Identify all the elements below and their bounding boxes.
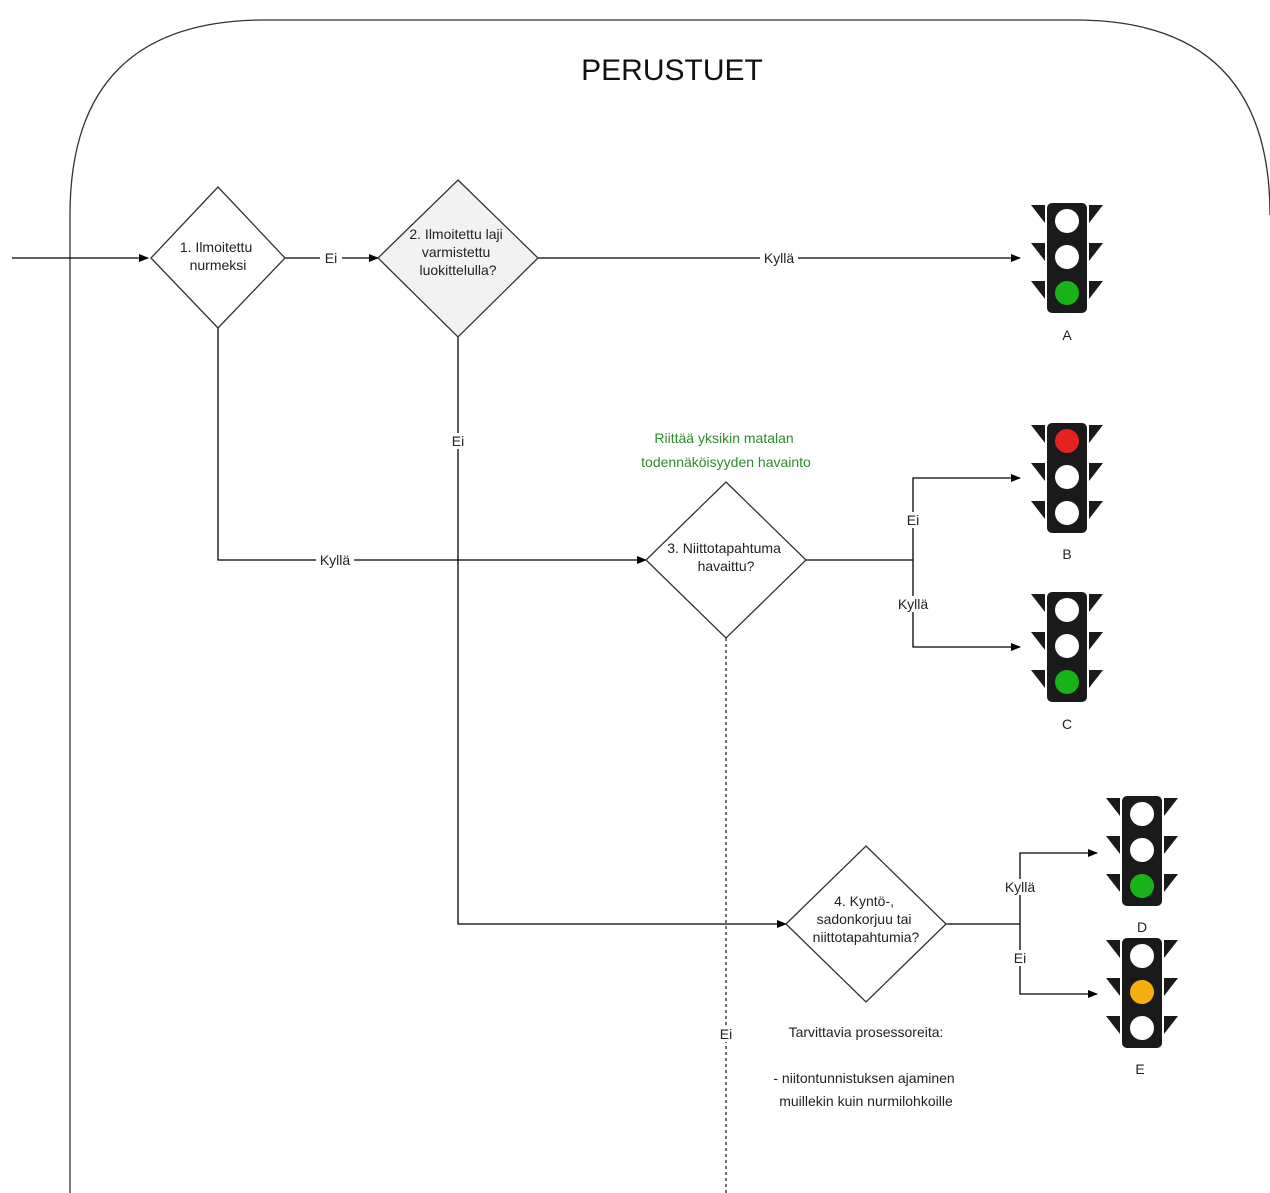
label-d1-d2: Ei bbox=[325, 250, 337, 266]
traffic-light-lamp-green bbox=[1130, 874, 1154, 898]
traffic-light-lamp-off bbox=[1055, 501, 1079, 525]
svg-text:1. Ilmoitettu nurmeksi: 1. Ilmoitettu nurmeksi bbox=[180, 239, 256, 273]
traffic-light-lamp-off bbox=[1055, 598, 1079, 622]
svg-text:2. Ilmoitettu laji varmi: 2. Ilmoitettu laji varmistettu luokittel… bbox=[409, 226, 506, 278]
label-d3-c: Kyllä bbox=[898, 596, 929, 612]
decision-1-shape bbox=[150, 186, 286, 329]
edge-d1-d3 bbox=[217, 328, 647, 564]
decision-4-line-1: 4. Kyntö-, bbox=[834, 893, 894, 909]
decision-1-line-2: nurmeksi bbox=[190, 257, 247, 273]
decision-4: 4. Kyntö-, sadonkorjuu tai niittotapahtu… bbox=[785, 845, 947, 1003]
edge-d2-d4 bbox=[457, 337, 787, 928]
outcome-label-e: E bbox=[1135, 1061, 1144, 1077]
decision-4-line-2: sadonkorjuu tai bbox=[817, 911, 912, 927]
traffic-light-a bbox=[1031, 203, 1103, 313]
decision-3-line-2: havaittu? bbox=[698, 558, 755, 574]
outcome-label-a: A bbox=[1062, 327, 1072, 343]
decision-2-line-3: luokittelulla? bbox=[419, 262, 496, 278]
label-d4-d: Kyllä bbox=[1005, 879, 1036, 895]
decision-3: 3. Niittotapahtuma havaittu? bbox=[645, 481, 807, 639]
decision-4-line-3: niittotapahtumia? bbox=[813, 929, 920, 945]
decision-3-line-1: 3. Niittotapahtuma bbox=[667, 540, 781, 556]
outcome-label-d: D bbox=[1137, 919, 1147, 935]
processors-line-1: - niitontunnistuksen ajaminen bbox=[773, 1070, 954, 1086]
svg-text:- niitontunnistuksen ajaminen: - niitontunnistuksen ajaminen muillekin … bbox=[773, 1070, 958, 1109]
edge-d4-e bbox=[1019, 924, 1098, 998]
traffic-light-d bbox=[1106, 796, 1178, 906]
edge-d4-d bbox=[1019, 849, 1098, 924]
traffic-light-lamp-off bbox=[1130, 838, 1154, 862]
decision-2-line-1: 2. Ilmoitettu laji bbox=[409, 226, 502, 242]
traffic-light-lamp-off bbox=[1130, 802, 1154, 826]
edge-d3-b bbox=[912, 474, 1021, 560]
svg-text:4. Kyntö-, sadonkorjuu t: 4. Kyntö-, sadonkorjuu tai niittotapahtu… bbox=[813, 893, 920, 945]
lane-title: PERUSTUET bbox=[581, 54, 763, 87]
traffic-light-lamp-off bbox=[1055, 465, 1079, 489]
label-d3-b: Ei bbox=[907, 512, 919, 528]
label-d2-down: Ei bbox=[452, 433, 464, 449]
edge-labels: Ei Kyllä Ei Kyllä Ei Kyllä Kyllä Ei Ei bbox=[316, 250, 1039, 1042]
traffic-light-c bbox=[1031, 592, 1103, 702]
processors-note: Tarvittavia prosessoreita: - niitontunni… bbox=[773, 1024, 958, 1109]
traffic-light-lamp-green bbox=[1055, 281, 1079, 305]
note-d3-line-2: todennäköisyyden havainto bbox=[641, 454, 811, 470]
outcome-label-b: B bbox=[1062, 546, 1071, 562]
decision-2-shape bbox=[377, 179, 539, 338]
edges bbox=[12, 254, 1098, 1193]
decision-4-shape bbox=[785, 845, 947, 1003]
traffic-light-lamp-amber bbox=[1130, 980, 1154, 1004]
traffic-light-e bbox=[1106, 938, 1178, 1048]
decision-2: 2. Ilmoitettu laji varmistettu luokittel… bbox=[377, 179, 539, 338]
note-d3: Riittää yksikin matalan todennäköisyyden… bbox=[641, 430, 811, 470]
traffic-light-lamp-off bbox=[1055, 634, 1079, 658]
traffic-light-b bbox=[1031, 423, 1103, 533]
traffic-light-lamp-off bbox=[1055, 209, 1079, 233]
lane-container bbox=[69, 19, 1270, 1193]
traffic-light-lamp-red bbox=[1055, 429, 1079, 453]
label-d4-e: Ei bbox=[1014, 950, 1026, 966]
svg-text:3. Niittotapahtuma havai: 3. Niittotapahtuma havaittu? bbox=[667, 540, 785, 574]
decision-2-line-2: varmistettu bbox=[422, 244, 490, 260]
label-d3-down: Ei bbox=[720, 1026, 732, 1042]
processors-line-2: muillekin kuin nurmilohkoille bbox=[779, 1093, 953, 1109]
traffic-light-lamp-off bbox=[1130, 1016, 1154, 1040]
decision-3-shape bbox=[645, 481, 807, 639]
decision-1-line-1: 1. Ilmoitettu bbox=[180, 239, 252, 255]
outcome-label-c: C bbox=[1062, 716, 1072, 732]
processors-heading: Tarvittavia prosessoreita: bbox=[789, 1024, 944, 1040]
label-d1-d3: Kyllä bbox=[320, 552, 351, 568]
edge-d3-c bbox=[912, 560, 1021, 651]
label-d2-a: Kyllä bbox=[764, 250, 795, 266]
note-d3-line-1: Riittää yksikin matalan bbox=[654, 430, 793, 446]
traffic-light-lamp-green bbox=[1055, 670, 1079, 694]
traffic-light-lamp-off bbox=[1055, 245, 1079, 269]
traffic-light-lamp-off bbox=[1130, 944, 1154, 968]
decision-1: 1. Ilmoitettu nurmeksi bbox=[150, 186, 286, 329]
